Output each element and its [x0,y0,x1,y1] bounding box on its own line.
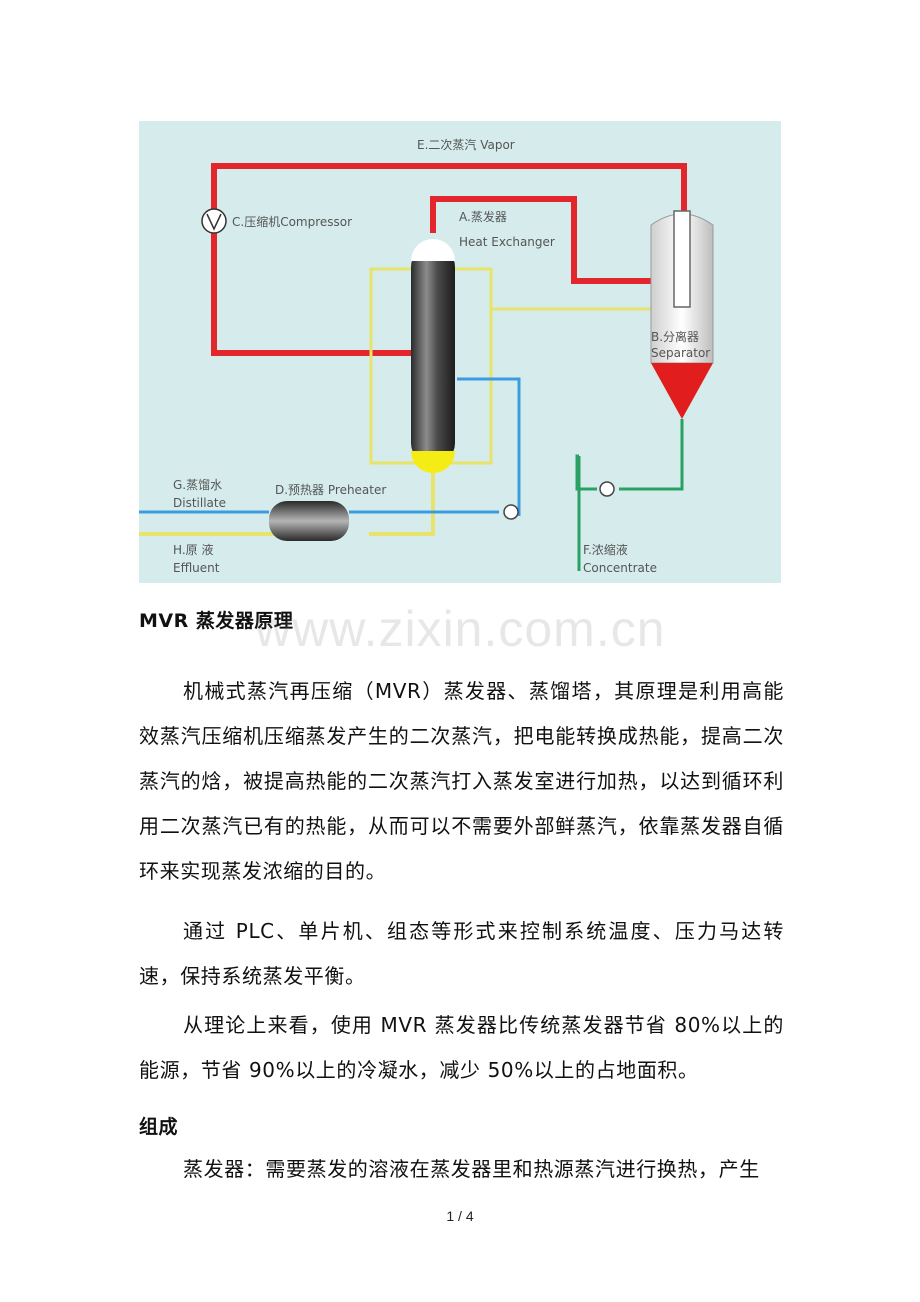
separator-label-cn: B.分离器 [651,329,699,344]
vapor-line [211,163,687,356]
vapor-label: E.二次蒸汽 Vapor [417,137,515,152]
concentrate-label-en: Concentrate [583,561,657,575]
distillate-label-en: Distillate [173,496,226,510]
section-title-principle: MVR 蒸发器原理 [139,610,294,632]
evaporator-bottom-liquid [411,451,455,473]
separator-cone [651,363,713,419]
diagram-svg: E.二次蒸汽 Vapor C.压缩机Compressor A.蒸发器 Heat … [139,137,714,575]
section-title-composition: 组成 [139,1116,179,1138]
compressor-label: C.压缩机Compressor [232,214,352,229]
vapor-return-line [430,196,651,284]
preheater [269,501,349,541]
effluent-label-en: Effluent [173,561,220,575]
paragraph-control: 通过 PLC、单片机、组态等形式来控制系统温度、压力马达转速，保持系统蒸发平衡。 [139,919,784,988]
effluent-label-cn: H.原 液 [173,542,213,557]
page-number: 1 / 4 [446,1208,474,1224]
separator-inner-tube [673,210,691,308]
concentrate-pump-icon [599,481,615,497]
concentrate-line [575,419,684,571]
evaporator-column [411,245,455,465]
evaporator-label-cn: A.蒸发器 [459,209,507,224]
preheater-label: D.预热器 Preheater [275,483,386,497]
paragraph-savings: 从理论上来看，使用 MVR 蒸发器比传统蒸发器节省 80%以上的能源，节省 90… [139,1013,784,1082]
concentrate-label-cn: F.浓缩液 [583,542,628,557]
mvr-process-diagram: E.二次蒸汽 Vapor C.压缩机Compressor A.蒸发器 Heat … [139,121,781,583]
paragraph-evaporator: 蒸发器：需要蒸发的溶液在蒸发器里和热源蒸汽进行换热，产生 [183,1157,760,1181]
distillate-label-cn: G.蒸馏水 [173,478,222,492]
paragraph-principle: 机械式蒸汽再压缩（MVR）蒸发器、蒸馏塔，其原理是利用高能效蒸汽压缩机压缩蒸发产… [139,679,784,883]
pump-icon [503,504,519,520]
separator-label-en: Separator [651,346,710,360]
evaporator-top-cap [411,239,455,261]
evaporator-label-en: Heat Exchanger [459,235,555,249]
distillate-line [139,377,521,516]
watermark: www.zixin.com.cn [255,601,666,657]
